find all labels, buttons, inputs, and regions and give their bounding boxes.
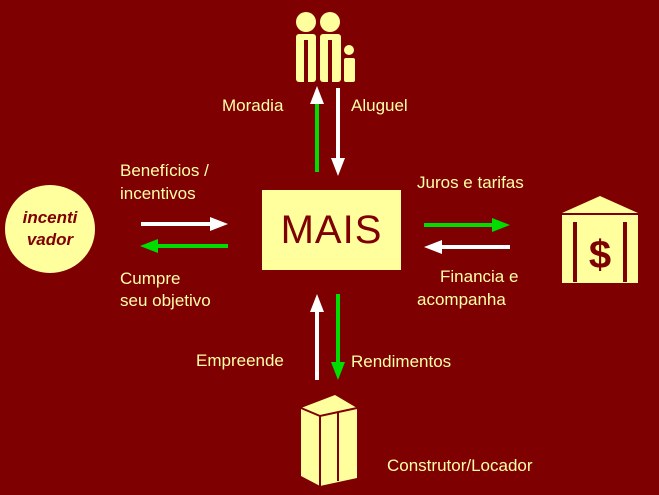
label-financia: Financia e (440, 267, 519, 286)
label-empreende: Empreende (196, 351, 284, 370)
arrow-juros-right (424, 218, 510, 232)
label-aluguel: Aluguel (351, 96, 408, 115)
label-construtor: Construtor/Locador (387, 456, 533, 475)
arrow-cumpre-left (140, 239, 228, 253)
svg-text:$: $ (589, 233, 611, 277)
center-node: MAIS (262, 190, 401, 270)
label-seu-objetivo: seu objetivo (120, 291, 211, 310)
arrow-moradia-up (310, 86, 324, 172)
center-label: MAIS (280, 207, 383, 252)
label-juros: Juros e tarifas (417, 173, 524, 192)
incentivador-node: incenti vador (5, 185, 95, 273)
arrow-empreende-up (310, 294, 324, 380)
label-acompanha: acompanha (417, 290, 506, 309)
arrow-aluguel-down (331, 88, 345, 176)
arrow-beneficios-right (141, 217, 228, 231)
bank-icon: $ (562, 196, 638, 283)
arrows (140, 86, 510, 380)
label-incentivos: incentivos (120, 184, 196, 203)
label-moradia: Moradia (222, 96, 284, 115)
arrow-rendimentos-down (331, 294, 345, 380)
incentivador-label: incenti vador (22, 208, 78, 249)
label-rendimentos: Rendimentos (351, 352, 452, 371)
label-cumpre: Cumpre (120, 269, 181, 288)
building-icon (300, 395, 358, 486)
label-beneficios: Benefícios / (120, 161, 209, 180)
arrow-financia-left (424, 240, 510, 254)
